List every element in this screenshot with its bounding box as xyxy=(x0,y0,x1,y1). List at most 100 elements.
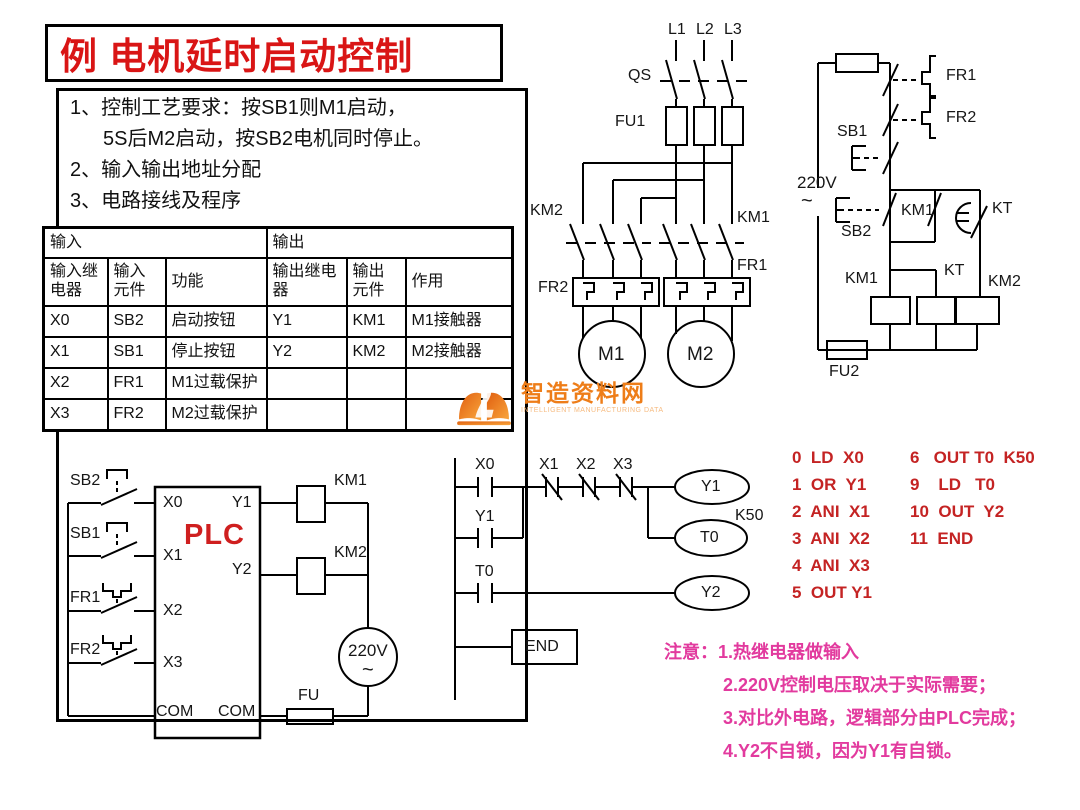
motor-m1-label: M1 xyxy=(598,344,625,365)
col-header: 作用 xyxy=(404,257,514,307)
table-cell: Y2 xyxy=(265,336,348,369)
sb1-control-label: SB1 xyxy=(837,123,868,140)
table-column-header-row: 输入继电器 输入元件 功能 输出继电器 输出元件 作用 xyxy=(42,257,514,307)
coil-y2 xyxy=(674,575,750,611)
coil-km2 xyxy=(955,296,1000,325)
fuse-control-top xyxy=(835,53,879,73)
table-cell: X2 xyxy=(42,367,109,400)
requirement-line: 5S后M2启动，按SB2电机同时停止。 xyxy=(103,128,434,150)
ac-tilde-plc: ~ xyxy=(362,659,374,681)
notes-head: 注意： xyxy=(664,642,718,662)
coil-km1 xyxy=(870,296,911,325)
main-circuit xyxy=(566,40,751,388)
col-header: 输入继电器 xyxy=(42,257,109,307)
table-cell: KM2 xyxy=(345,336,407,369)
table-row: X0 SB2 启动按钮 Y1 KM1 M1接触器 xyxy=(42,305,514,338)
io-address-table: 输入 输出 输入继电器 输入元件 功能 输出继电器 输出元件 作用 X0 SB2… xyxy=(42,226,514,432)
table-cell xyxy=(345,367,407,400)
group-header-input: 输入 xyxy=(42,226,268,259)
fuse-fu1 xyxy=(721,106,744,146)
kt-coil-label: KT xyxy=(944,262,965,279)
fr2-main-label: FR2 xyxy=(538,279,569,296)
col-header: 功能 xyxy=(164,257,268,307)
book-logo-icon xyxy=(457,385,511,426)
voltage-label: 220V xyxy=(797,173,837,192)
table-cell: Y1 xyxy=(265,305,348,338)
ladder-end-label: END xyxy=(525,638,559,655)
col-header: 输出元件 xyxy=(345,257,407,307)
table-cell xyxy=(265,367,348,400)
table-cell: KM1 xyxy=(345,305,407,338)
table-cell: M2过载保护 xyxy=(164,398,268,432)
ladder-x2-label: X2 xyxy=(576,456,596,473)
ladder-y2-coil-label: Y2 xyxy=(701,584,721,601)
fuse-fu1 xyxy=(665,106,688,146)
instruction-line: 11 END xyxy=(910,529,974,548)
requirement-line: 3、电路接线及程序 xyxy=(70,190,242,212)
table-cell: FR2 xyxy=(106,398,167,432)
coil-kt xyxy=(916,296,956,325)
table-cell: SB2 xyxy=(106,305,167,338)
km1-coil-label: KM1 xyxy=(845,270,878,287)
kt-delay-arc xyxy=(955,202,972,234)
table-group-header-row: 输入 输出 xyxy=(42,226,514,259)
table-cell xyxy=(345,398,407,432)
ac-tilde: ~ xyxy=(801,190,813,212)
thermal-relay-fr1 xyxy=(663,277,751,307)
instruction-line: 10 OUT Y2 xyxy=(910,502,1005,521)
fr1-plc-label: FR1 xyxy=(70,589,101,606)
motor-m2-label: M2 xyxy=(687,344,714,365)
col-header: 输入元件 xyxy=(106,257,167,307)
dashed-links xyxy=(566,80,748,244)
table-cell: M1接触器 xyxy=(404,305,514,338)
qs-switch-label: QS xyxy=(628,67,652,84)
x0-port-label: X0 xyxy=(163,494,183,511)
instruction-line: 9 LD T0 xyxy=(910,475,996,494)
coil-y1 xyxy=(674,469,750,505)
table-cell: M2接触器 xyxy=(404,336,514,369)
y2-port-label: Y2 xyxy=(232,561,252,578)
watermark-name: 智造资料网 xyxy=(521,380,646,406)
note-item: 4.Y2不自锁，因为Y1有自锁。 xyxy=(723,741,963,761)
coil-km2-plc xyxy=(296,557,326,595)
title-box: 例 电机延时启动控制 xyxy=(45,24,503,82)
instruction-list-left: 0 LD X0 1 OR Y1 2 ANI X1 3 ANI X2 4 ANI … xyxy=(792,444,872,606)
kt-contact-label: KT xyxy=(992,200,1013,217)
table-row: X2 FR1 M1过载保护 xyxy=(42,367,514,400)
fr2-control-label: FR2 xyxy=(946,109,977,126)
instruction-list-right: 6 OUT T0 K50 9 LD T0 10 OUT Y2 11 END xyxy=(910,444,1035,552)
watermark: 智造资料网 INTELLIGENT MANUFACTURING DATA xyxy=(453,380,664,429)
ladder-t0-coil-label: T0 xyxy=(700,529,719,546)
note-item: 1.热继电器做输入 xyxy=(718,642,860,662)
end-box xyxy=(511,629,578,665)
x3-port-label: X3 xyxy=(163,654,183,671)
thermal-contact-symbols xyxy=(921,55,936,139)
coil-km1-plc xyxy=(296,485,326,523)
x1-port-label: X1 xyxy=(163,547,183,564)
phase-l2-label: L2 xyxy=(696,21,714,38)
plc-label: PLC xyxy=(184,519,245,551)
pushbutton-symbols xyxy=(835,145,866,223)
plc-box xyxy=(153,485,262,740)
coil-t0 xyxy=(674,519,748,557)
sb2-control-label: SB2 xyxy=(841,223,872,240)
table-cell: 停止按钮 xyxy=(164,336,268,369)
ladder-t0-contact-label: T0 xyxy=(475,563,494,580)
fuse-fu xyxy=(286,708,334,725)
instruction-line: 6 OUT T0 K50 xyxy=(910,448,1035,467)
instruction-line: 0 LD X0 xyxy=(792,448,864,467)
ladder-y1-contact-label: Y1 xyxy=(475,508,495,525)
requirements-list: 1、控制工艺要求：按SB1则M1启动， 5S后M2启动，按SB2电机同时停止。 … xyxy=(70,93,520,217)
phase-l1-label: L1 xyxy=(668,21,686,38)
fu-fuse-label: FU xyxy=(298,687,320,704)
notes-block: 注意： 1.热继电器做输入 2.220V控制电压取决于实际需要； 3.对比外电路… xyxy=(664,636,1026,768)
table-cell: X0 xyxy=(42,305,109,338)
table-cell: SB1 xyxy=(106,336,167,369)
fr1-control-label: FR1 xyxy=(946,67,977,84)
instruction-line: 1 OR Y1 xyxy=(792,475,867,494)
table-cell: M1过载保护 xyxy=(164,367,268,400)
ladder-x1-label: X1 xyxy=(539,456,559,473)
table-cell: FR1 xyxy=(106,367,167,400)
km1-main-label: KM1 xyxy=(737,209,770,226)
